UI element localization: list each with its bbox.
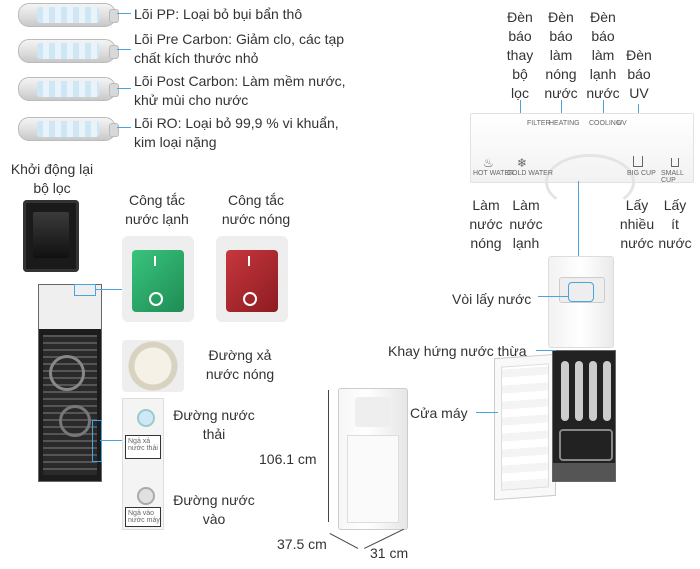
height-label: 106.1 cm <box>259 451 317 467</box>
filter-post-carbon-label: Lõi Post Carbon: Làm mềm nước, <box>134 73 346 89</box>
machine-back-view <box>38 284 102 482</box>
hot-switch-label: Công tắc <box>227 192 285 208</box>
reset-label: Khởi động lại <box>10 161 94 177</box>
cold-water-icon[interactable]: ❄ <box>517 156 528 170</box>
hot-drain-image <box>122 340 184 392</box>
switch-highlight-box <box>74 284 96 296</box>
tap-highlight <box>568 282 594 302</box>
drain-ports-image: Ngả xả nước thải Ngả vào nước máy <box>122 398 164 530</box>
cold-switch-panel <box>122 236 194 322</box>
hot-drain-label-2: nước nóng <box>205 366 275 382</box>
height-dimension-line <box>328 390 329 522</box>
machine-door-image <box>494 353 556 501</box>
filter-post-carbon-label-2: khử mùi cho nước <box>134 92 249 108</box>
hot-switch-panel <box>216 236 288 322</box>
depth-dimension-line <box>329 533 359 549</box>
hot-water-switch[interactable] <box>226 250 278 312</box>
filter-ro-label: Lõi RO: Loại bỏ 99,9 % vi khuẩn, <box>134 115 339 131</box>
pre-carbon-filter-image <box>18 39 119 63</box>
big-cup-icon[interactable] <box>633 156 643 167</box>
cold-switch-label: Công tắc <box>128 192 186 208</box>
filter-ro-label-2: kim loại nặng <box>134 134 217 150</box>
inlet-water-label-2: vào <box>202 511 226 527</box>
depth-label: 37.5 cm <box>277 536 327 552</box>
tray-label: Khay hứng nước thừa <box>388 343 527 359</box>
control-panel: FILTER HEATING COOLING UV ♨ HOT WATER ❄ … <box>470 113 694 210</box>
reset-switch[interactable] <box>23 200 79 272</box>
filter-pre-carbon-label: Lõi Pre Carbon: Giảm clo, các tạp <box>134 31 345 47</box>
hot-water-icon[interactable]: ♨ <box>483 156 494 170</box>
inlet-water-label: Đường nước <box>173 492 255 508</box>
waste-water-label-2: thải <box>202 426 226 442</box>
post-carbon-filter-image <box>18 77 119 101</box>
door-label: Cửa máy <box>410 405 468 421</box>
width-label: 31 cm <box>370 545 409 561</box>
drain-highlight-box <box>92 420 102 462</box>
small-cup-icon[interactable] <box>671 158 679 167</box>
cold-water-switch[interactable] <box>132 250 184 312</box>
waste-water-label: Đường nước <box>173 407 255 423</box>
machine-top-image <box>548 256 614 348</box>
filter-pp-label: Lõi PP: Loại bỏ bụi bẩn thô <box>134 6 303 22</box>
pp-filter-image <box>18 3 119 27</box>
machine-cabinet-image <box>552 350 616 482</box>
cold-switch-label-2: nước lạnh <box>125 211 189 227</box>
machine-front-image <box>338 388 408 530</box>
tap-label: Vòi lấy nước <box>452 291 532 307</box>
filter-pre-carbon-label-2: chất kích thước nhỏ <box>134 50 259 66</box>
hot-switch-label-2: nước nóng <box>221 211 291 227</box>
hot-drain-label: Đường xả <box>208 347 272 363</box>
ro-filter-image <box>18 117 119 141</box>
reset-label-2: bộ lọc <box>33 180 71 196</box>
